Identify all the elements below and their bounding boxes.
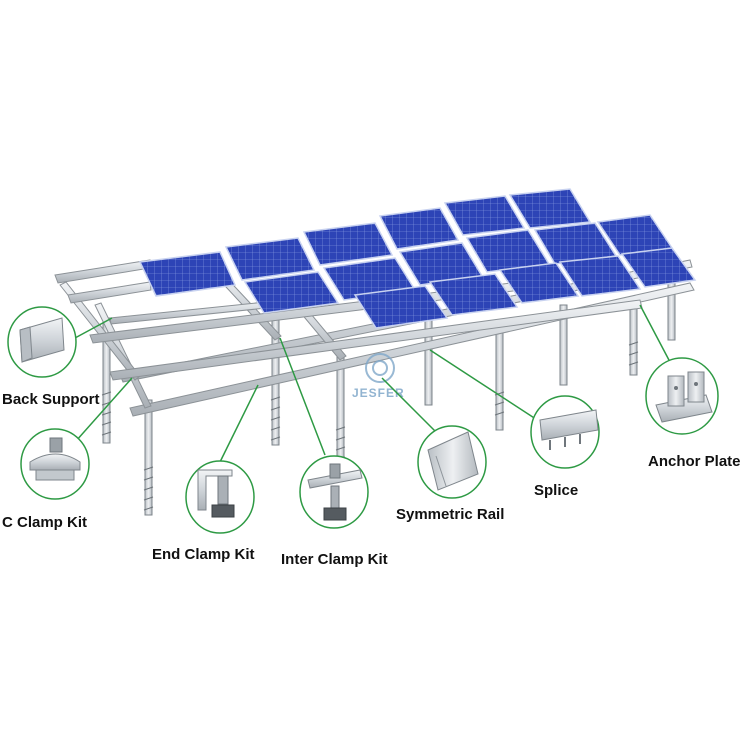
solar-panel xyxy=(508,188,592,229)
brand-watermark: JESFER xyxy=(352,353,405,400)
callout-inter-clamp-kit: Inter Clamp Kit xyxy=(281,455,388,568)
solar-panel xyxy=(243,271,340,314)
solar-panel xyxy=(428,273,519,316)
callout-symmetric-rail: Symmetric Rail xyxy=(396,425,504,523)
solar-panel xyxy=(138,251,237,297)
label-splice: Splice xyxy=(534,482,578,499)
callout-c-clamp-kit: C Clamp Kit xyxy=(2,428,90,531)
c-clamp-icon xyxy=(29,437,81,481)
callout-anchor-plate: Anchor Plate xyxy=(645,357,741,470)
label-back-support: Back Support xyxy=(2,391,100,408)
solar-panel xyxy=(620,247,697,288)
splice-icon xyxy=(539,409,599,450)
end-clamp-icon xyxy=(197,469,235,518)
inter-clamp-icon xyxy=(307,463,363,521)
solar-panel xyxy=(353,285,449,329)
callout-end-clamp-kit: End Clamp Kit xyxy=(152,460,255,563)
screw-threads xyxy=(101,341,639,511)
label-end-clamp-kit: End Clamp Kit xyxy=(152,546,255,563)
solar-panel xyxy=(378,207,460,250)
callout-back-support: Back Support xyxy=(2,306,100,408)
watermark-text: JESFER xyxy=(352,386,405,400)
back-support-icon xyxy=(19,317,65,363)
solar-panel xyxy=(443,195,526,236)
label-inter-clamp-kit: Inter Clamp Kit xyxy=(281,551,388,568)
ground-screw-posts xyxy=(102,279,676,516)
solar-panel xyxy=(498,262,580,304)
upper-rail-2 xyxy=(67,281,152,304)
symmetric-rail-icon xyxy=(427,431,479,491)
solar-panel xyxy=(558,255,642,297)
upper-rail-1 xyxy=(54,259,151,284)
callout-splice: Splice xyxy=(530,395,600,499)
label-anchor-plate: Anchor Plate xyxy=(648,453,741,470)
label-c-clamp-kit: C Clamp Kit xyxy=(2,514,87,531)
solar-panel-array xyxy=(138,188,697,329)
label-symmetric-rail: Symmetric Rail xyxy=(396,506,504,523)
solar-panel xyxy=(224,237,316,281)
solar-panel xyxy=(302,222,394,266)
anchor-plate-icon xyxy=(655,371,713,423)
